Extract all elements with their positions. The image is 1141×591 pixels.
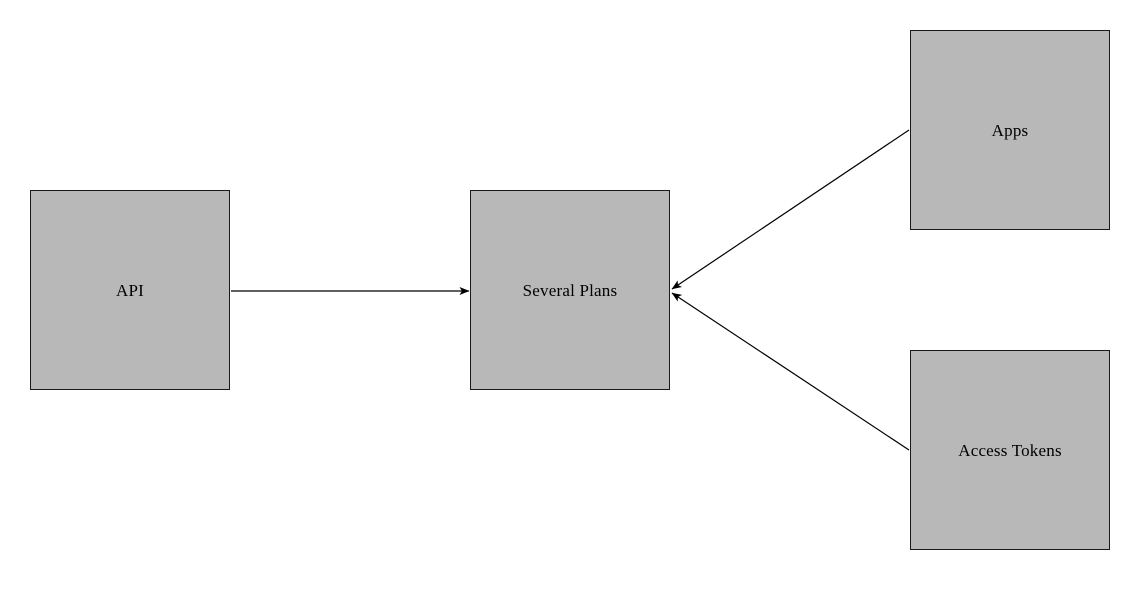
- node-access-tokens-label: Access Tokens: [958, 440, 1062, 460]
- edge-apps-to-several-plans: [671, 129, 910, 290]
- node-api[interactable]: API: [30, 190, 230, 390]
- node-access-tokens[interactable]: Access Tokens: [910, 350, 1110, 550]
- node-api-label: API: [116, 280, 144, 300]
- node-several-plans-label: Several Plans: [522, 280, 618, 300]
- node-apps[interactable]: Apps: [910, 30, 1110, 230]
- node-several-plans[interactable]: Several Plans: [470, 190, 670, 390]
- edge-access-tokens-to-several-plans: [671, 292, 910, 451]
- node-apps-label: Apps: [991, 120, 1029, 140]
